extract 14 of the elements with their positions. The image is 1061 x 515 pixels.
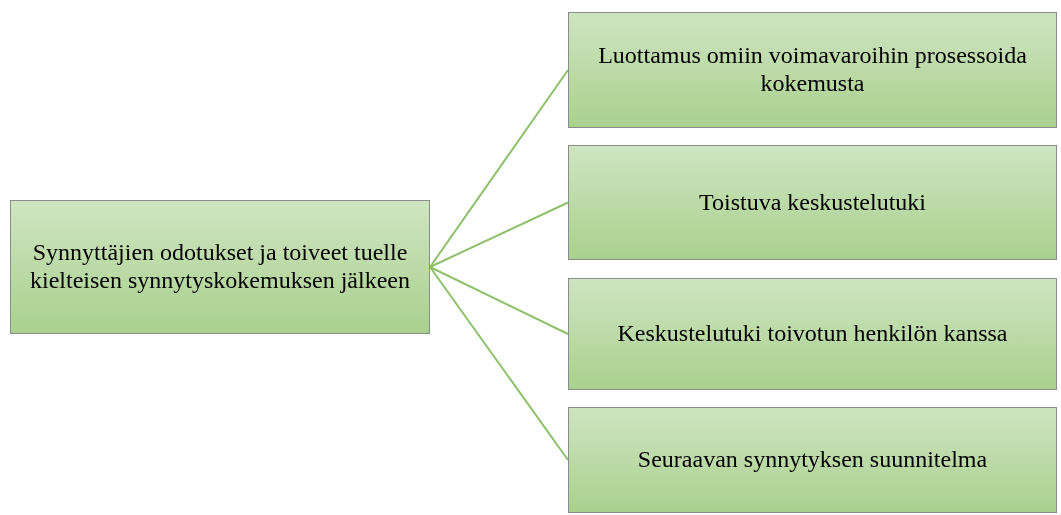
text-box [568, 407, 1057, 513]
box-label: Seuraavan synnytyksen suunnitelma [636, 446, 989, 474]
box-label: Toistuva keskustelutuki [698, 188, 927, 217]
connector-line [429, 266, 569, 461]
text-box [10, 200, 430, 334]
connector-line [429, 201, 569, 268]
text-box [568, 12, 1057, 128]
box-label: Synnyttäjien odotukset ja toiveet tuelle kielteisen synnytyskokemuksen jälkeen [29, 239, 411, 295]
connector-line [429, 266, 569, 335]
box-label: Luottamus omiin voimavaroihin prosessoida kokemusta [597, 42, 1028, 98]
connector-line [429, 69, 569, 268]
text-box [568, 145, 1057, 260]
box-label: Keskustelutuki toivotun henkilön kanssa [616, 320, 1009, 348]
text-box [568, 278, 1057, 390]
